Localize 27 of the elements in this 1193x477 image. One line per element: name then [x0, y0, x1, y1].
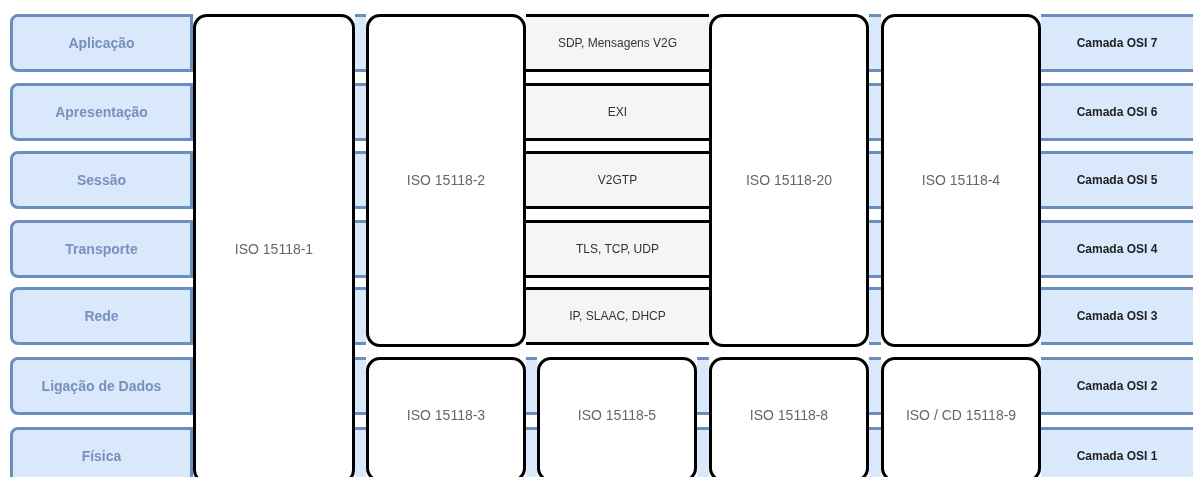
layer-band: Apresentação [10, 83, 193, 141]
standard-box: ISO 15118-2 [366, 14, 526, 347]
protocol-box: EXI [526, 83, 709, 141]
layer-band: Aplicação [10, 14, 193, 72]
standard-box: ISO / CD 15118-9 [881, 357, 1041, 477]
osi-layer-band: Camada OSI 5 [1041, 151, 1193, 209]
osi-layer-band: Camada OSI 2 [1041, 357, 1193, 415]
standard-box: ISO 15118-5 [537, 357, 697, 477]
standard-box: ISO 15118-20 [709, 14, 869, 347]
osi-layer-band: Camada OSI 1 [1041, 427, 1193, 477]
osi-layer-band: Camada OSI 6 [1041, 83, 1193, 141]
standard-box: ISO 15118-8 [709, 357, 869, 477]
osi-layer-band: Camada OSI 3 [1041, 287, 1193, 345]
osi-layer-band: Camada OSI 7 [1041, 14, 1193, 72]
standard-box: ISO 15118-4 [881, 14, 1041, 347]
layer-band: Física [10, 427, 193, 477]
layer-band: Transporte [10, 220, 193, 278]
layer-band: Ligação de Dados [10, 357, 193, 415]
protocol-box: TLS, TCP, UDP [526, 220, 709, 278]
standard-box: ISO 15118-1 [193, 14, 355, 477]
layer-band: Sessão [10, 151, 193, 209]
protocol-box: SDP, Mensagens V2G [526, 14, 709, 72]
protocol-box: IP, SLAAC, DHCP [526, 287, 709, 345]
standard-box: ISO 15118-3 [366, 357, 526, 477]
protocol-box: V2GTP [526, 151, 709, 209]
layer-band: Rede [10, 287, 193, 345]
osi-layer-band: Camada OSI 4 [1041, 220, 1193, 278]
